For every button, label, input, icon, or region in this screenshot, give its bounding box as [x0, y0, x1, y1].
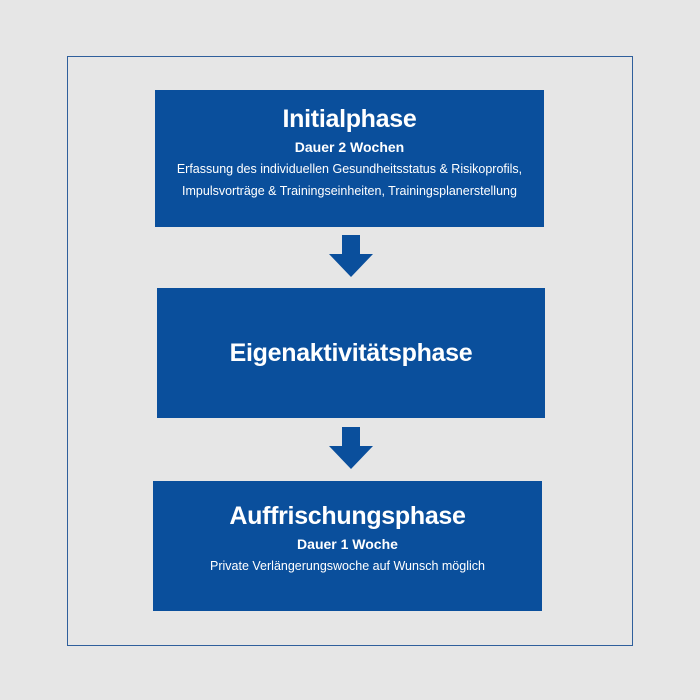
- phase-box-auffrischungsphase: Auffrischungsphase Dauer 1 Woche Private…: [153, 481, 542, 611]
- diagram-frame: [67, 56, 633, 646]
- phase-box-initialphase: Initialphase Dauer 2 Wochen Erfassung de…: [155, 90, 544, 227]
- phase-description: Erfassung des individuellen Gesundheitss…: [155, 158, 544, 202]
- phase-title: Initialphase: [282, 105, 417, 133]
- phase-duration: Dauer 2 Wochen: [294, 139, 405, 155]
- phase-description-line: Impulsvorträge & Trainingseinheiten, Tra…: [182, 184, 517, 198]
- phase-duration: Dauer 1 Woche: [297, 536, 398, 552]
- phase-title: Auffrischungsphase: [229, 502, 466, 530]
- phase-title: Eigenaktivitätsphase: [229, 339, 473, 367]
- phase-description-line: Private Verlängerungswoche auf Wunsch mö…: [210, 559, 485, 573]
- phase-description-line: Erfassung des individuellen Gesundheitss…: [176, 162, 523, 176]
- phase-description: Private Verlängerungswoche auf Wunsch mö…: [153, 555, 542, 577]
- phase-box-eigenaktivitaetsphase: Eigenaktivitätsphase: [157, 288, 545, 418]
- arrow-down-icon: [329, 235, 373, 277]
- arrow-down-icon: [329, 427, 373, 469]
